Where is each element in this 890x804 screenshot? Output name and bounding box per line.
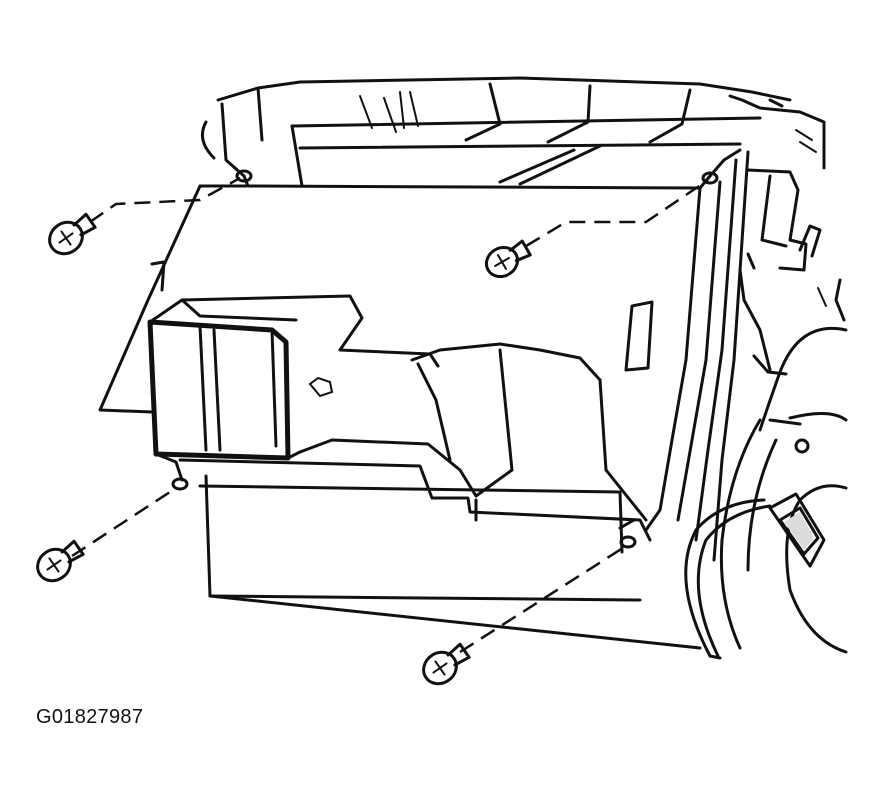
blower-motor-housing bbox=[719, 278, 848, 654]
figure-code: G01827987 bbox=[36, 706, 144, 728]
screw-icon bbox=[36, 539, 85, 583]
side-bracket bbox=[738, 168, 822, 372]
outlet-duct bbox=[147, 294, 440, 482]
mounting-holes bbox=[171, 169, 719, 549]
screw-icon bbox=[48, 212, 97, 256]
blower-connector bbox=[684, 492, 826, 660]
screw-alignment-lines bbox=[71, 176, 709, 654]
screw-icon bbox=[422, 642, 471, 686]
case-top-ribs bbox=[200, 76, 826, 188]
screw-icon bbox=[484, 239, 532, 279]
case-lower-body bbox=[178, 300, 702, 650]
